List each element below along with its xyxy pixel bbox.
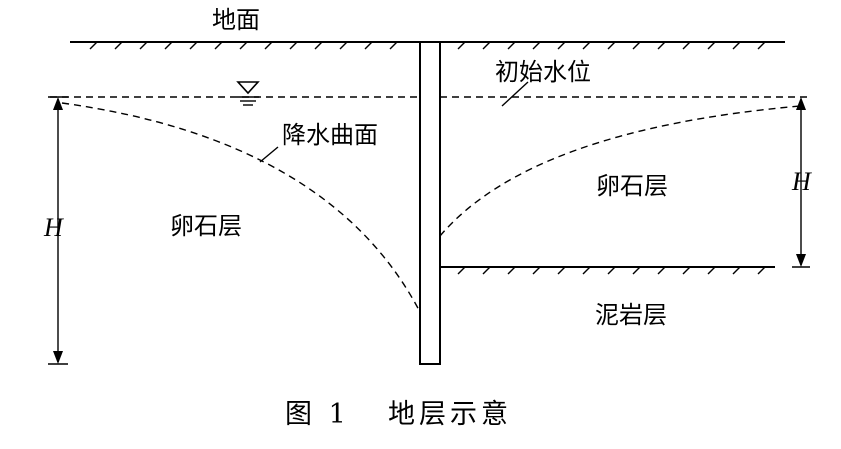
height-label-left: H <box>43 213 64 242</box>
gravel-layer-left-label: 卵石层 <box>170 212 242 240</box>
gravel-layer-right-label: 卵石层 <box>596 172 668 200</box>
right-height-dimension <box>792 97 810 268</box>
height-label-right: H <box>791 167 812 196</box>
initial-water-level-label: 初始水位 <box>495 58 591 86</box>
water-table-symbol <box>236 81 260 106</box>
ground-label: 地面 <box>212 6 260 34</box>
leader-initial-water-level <box>501 81 529 107</box>
leader-drawdown-curve <box>259 146 279 163</box>
dewatering-well <box>419 41 441 365</box>
right-ground-surface <box>440 41 785 50</box>
figure-title: 地层示意 <box>388 399 512 430</box>
drawdown-curve-right <box>439 105 801 237</box>
drawdown-curve-left <box>61 102 421 313</box>
figure-number: 图 1 <box>285 399 350 430</box>
left-height-dimension <box>48 96 68 365</box>
left-ground-surface <box>70 41 420 50</box>
drawdown-curve-label: 降水曲面 <box>282 121 378 149</box>
mudstone-boundary <box>440 266 775 275</box>
mudstone-layer-label: 泥岩层 <box>595 301 667 329</box>
